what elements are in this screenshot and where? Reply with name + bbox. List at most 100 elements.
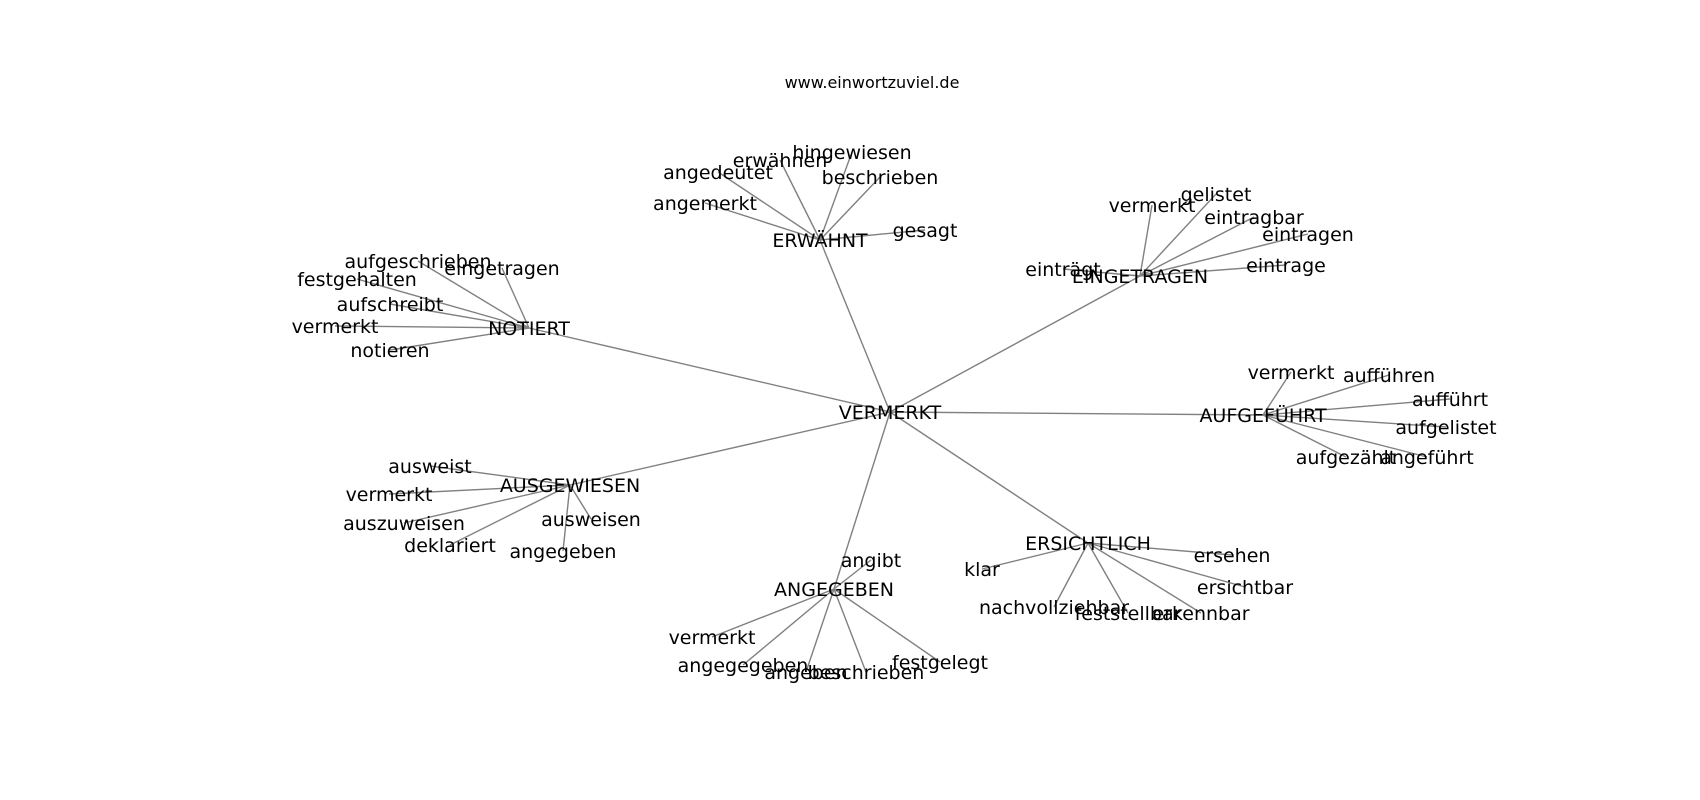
leaf-word-label: aufgelistet: [1395, 417, 1496, 439]
edge-center-to-3: [889, 411, 1264, 416]
edge-6-leaf-4: [833, 588, 867, 673]
leaf-word-label: angeführt: [1380, 447, 1473, 469]
edge-4-leaf-4: [449, 484, 571, 546]
edge-0-leaf-1: [779, 159, 821, 241]
edge-3-leaf-5: [1262, 414, 1428, 458]
edge-0-leaf-0: [717, 171, 821, 241]
edge-2-leaf-5: [389, 327, 530, 351]
edge-5-leaf-4: [1087, 542, 1129, 614]
leaf-word-label: festgehalten: [297, 269, 417, 291]
edge-center-to-0: [819, 239, 891, 413]
leaf-word-label: nachvollziehbar: [979, 597, 1129, 619]
edge-3-leaf-3: [1262, 414, 1447, 428]
leaf-word-label: erwähnen: [733, 150, 828, 172]
leaf-word-label: aufführt: [1412, 389, 1488, 411]
leaf-word-label: vermerkt: [292, 316, 379, 338]
leaf-word-label: angegeben: [510, 541, 617, 563]
site-title: www.einwortzuviel.de: [785, 73, 960, 92]
leaf-word-label: gesagt: [893, 220, 958, 242]
leaf-word-label: vermerkt: [1248, 362, 1335, 384]
leaf-word-label: beschrieben: [808, 662, 925, 684]
edge-0-leaf-4: [704, 202, 821, 241]
edge-4-leaf-5: [562, 484, 571, 552]
group-word-label: ERSICHTLICH: [1025, 533, 1151, 555]
edge-2-leaf-2: [356, 278, 530, 329]
leaf-word-label: ersehen: [1194, 545, 1271, 567]
edge-5-leaf-3: [1053, 542, 1089, 608]
edge-2-leaf-4: [334, 325, 530, 329]
edge-6-leaf-0: [833, 559, 872, 590]
leaf-word-label: aufführen: [1343, 365, 1435, 387]
group-word-label: ERWÄHNT: [772, 229, 868, 252]
leaf-word-label: auszuweisen: [343, 513, 465, 535]
leaf-word-label: eintragen: [1262, 224, 1354, 246]
edge-3-leaf-4: [1262, 414, 1347, 458]
leaf-word-label: eintragbar: [1204, 207, 1304, 229]
leaf-word-label: vermerkt: [346, 484, 433, 506]
edge-5-leaf-5: [1087, 542, 1202, 614]
edge-5-leaf-1: [1087, 542, 1233, 556]
leaf-word-label: angeben: [764, 662, 847, 684]
group-word-label: NOTIERT: [488, 318, 570, 340]
edge-center-to-6: [833, 411, 891, 590]
edge-3-leaf-1: [1262, 374, 1390, 416]
edge-4-leaf-2: [403, 484, 571, 524]
leaf-word-label: beschrieben: [822, 167, 939, 189]
edge-0-leaf-2: [819, 151, 853, 241]
leaf-word-label: klar: [964, 559, 1000, 581]
edge-2-leaf-1: [501, 267, 530, 329]
leaf-word-label: angemerkt: [653, 193, 757, 215]
edge-1-leaf-5: [1062, 268, 1141, 277]
leaf-word-label: aufschreibt: [337, 294, 444, 316]
leaf-word-label: gelistet: [1181, 184, 1252, 206]
label-layer: VERMERKT ERWÄHNT angedeuteterwähnenhingewi…: [292, 142, 1497, 684]
edge-1-leaf-0: [1139, 204, 1153, 277]
edge-0-leaf-5: [819, 229, 926, 241]
leaf-word-label: ersichtbar: [1197, 577, 1293, 599]
edge-6-leaf-1: [711, 588, 835, 638]
leaf-word-label: vermerkt: [669, 627, 756, 649]
edge-1-leaf-3: [1139, 233, 1309, 277]
edge-layer: [334, 151, 1451, 673]
edge-6-leaf-2: [742, 588, 835, 666]
leaf-word-label: angedeutet: [663, 162, 773, 184]
leaf-word-label: ausweisen: [541, 509, 641, 531]
center-word-label: VERMERKT: [839, 402, 942, 424]
edge-2-leaf-3: [389, 303, 530, 329]
edge-5-leaf-0: [981, 542, 1089, 570]
edge-4-leaf-3: [569, 484, 592, 520]
edge-3-leaf-0: [1262, 371, 1292, 416]
leaf-word-label: vermerkt: [1109, 195, 1196, 217]
edge-center-to-4: [569, 411, 891, 486]
edge-1-leaf-2: [1139, 216, 1255, 277]
group-word-label: AUFGEFÜHRT: [1199, 404, 1327, 427]
leaf-word-label: deklariert: [404, 535, 496, 557]
edge-2-leaf-0: [417, 260, 530, 329]
leaf-word-label: angegegeben: [678, 655, 809, 677]
edge-6-leaf-5: [833, 588, 941, 663]
edge-4-leaf-1: [388, 484, 571, 495]
leaf-word-label: eingetragen: [444, 258, 559, 280]
leaf-word-label: aufgezählt: [1296, 447, 1397, 469]
edge-0-leaf-3: [819, 176, 881, 241]
leaf-word-label: ausweist: [388, 456, 471, 478]
edge-center-to-2: [528, 327, 891, 413]
leaf-word-label: feststellbar: [1075, 603, 1182, 625]
edge-5-leaf-2: [1087, 542, 1246, 588]
group-word-label: EINGETRAGEN: [1072, 266, 1208, 288]
edge-6-leaf-3: [805, 588, 835, 673]
edge-center-to-5: [889, 411, 1089, 544]
edge-1-leaf-1: [1139, 193, 1217, 277]
leaf-word-label: hingewiesen: [792, 142, 911, 164]
edge-center-to-1: [889, 275, 1141, 413]
leaf-word-label: festgelegt: [892, 652, 988, 674]
leaf-word-label: notieren: [350, 340, 429, 362]
leaf-word-label: eintrage: [1246, 255, 1326, 277]
leaf-word-label: aufgeschrieben: [344, 251, 491, 273]
edge-3-leaf-2: [1262, 398, 1451, 416]
group-word-label: ANGEGEBEN: [774, 579, 894, 601]
leaf-word-label: angibt: [841, 550, 902, 572]
leaf-word-label: einträgt: [1025, 259, 1100, 281]
edge-1-leaf-4: [1139, 264, 1287, 277]
